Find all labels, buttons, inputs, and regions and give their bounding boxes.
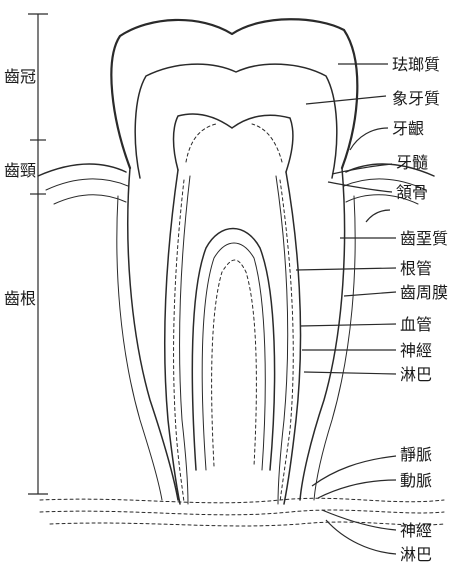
label-root-canal: 根管 xyxy=(400,259,432,278)
label-artery: 動脈 xyxy=(400,471,432,490)
label-lymph: 淋巴 xyxy=(400,365,432,384)
enamel-outline xyxy=(111,19,357,168)
region-bracket xyxy=(28,14,48,494)
label-neck: 齒頸 xyxy=(4,161,36,180)
label-pulp: 牙髓 xyxy=(396,153,428,172)
root-canal-right xyxy=(284,172,301,504)
outer-root-surface xyxy=(128,168,345,500)
label-dentin: 象牙質 xyxy=(392,89,440,108)
label-lymph-bottom: 淋巴 xyxy=(400,545,432,564)
label-gingiva: 牙齦 xyxy=(392,119,424,138)
furcation-outer xyxy=(192,229,274,471)
leader-lines xyxy=(296,64,396,554)
jaw-bone-base xyxy=(40,498,444,526)
label-vein: 靜脈 xyxy=(400,445,432,464)
label-crown: 齒冠 xyxy=(4,67,36,86)
label-enamel: 珐瑯質 xyxy=(392,55,440,74)
label-blood-vessel: 血管 xyxy=(400,315,432,334)
label-nerve-bottom: 神經 xyxy=(400,521,432,540)
label-periodontal-membrane: 齒周膜 xyxy=(400,283,448,302)
gum-tissue xyxy=(38,164,434,204)
label-jaw-bone: 頷骨 xyxy=(396,183,428,202)
label-root: 齒根 xyxy=(4,289,36,308)
label-cementum: 齒堊質 xyxy=(400,229,448,248)
label-nerve: 神經 xyxy=(400,341,432,360)
dentin-boundary xyxy=(135,64,337,178)
